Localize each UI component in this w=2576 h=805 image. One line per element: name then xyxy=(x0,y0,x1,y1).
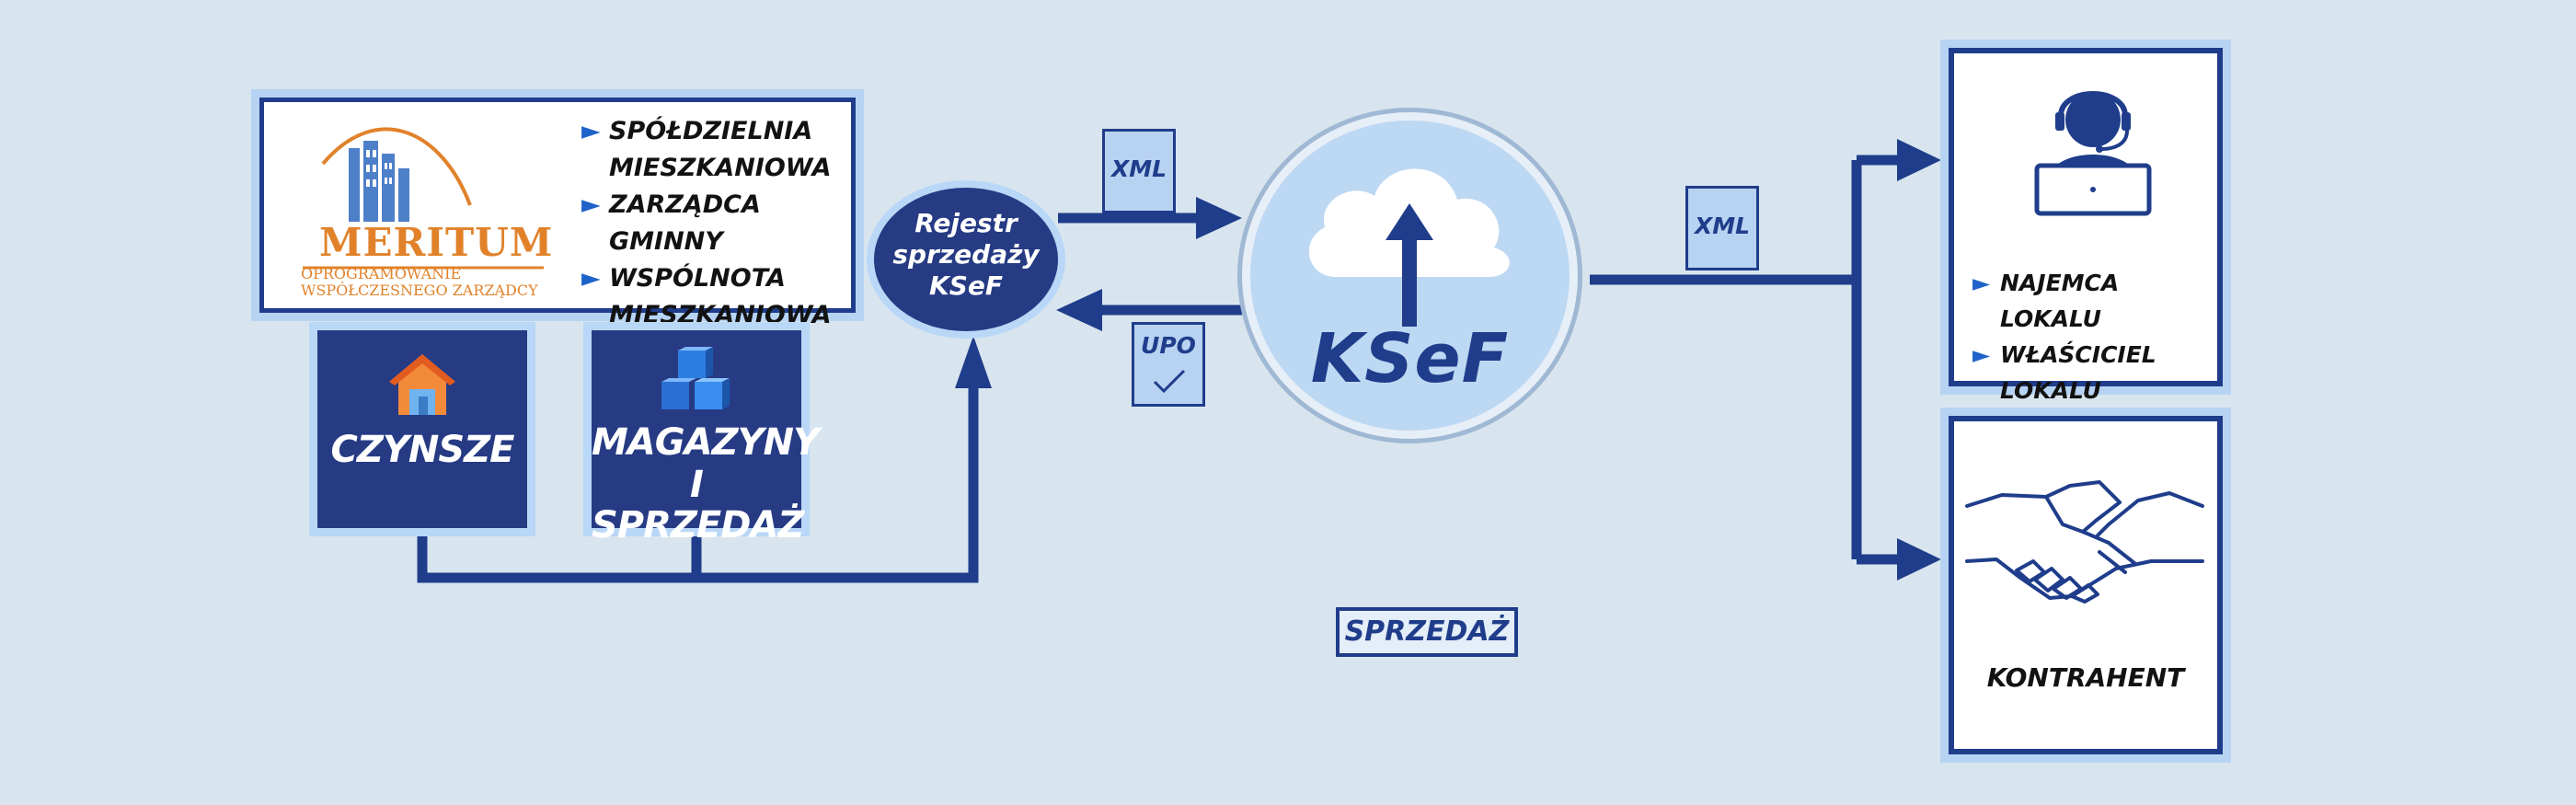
support-agent-icon xyxy=(2034,91,2152,216)
list-item: ►ZARZĄDCA GMINNY xyxy=(581,187,851,260)
module-czynsze: CZYNSZE xyxy=(317,330,527,528)
ksef-title: KSeF xyxy=(1310,319,1510,398)
handshake-icon xyxy=(1965,480,2204,604)
cubes-icon xyxy=(661,347,730,409)
register-label-line3: KSeF xyxy=(929,270,1003,301)
client-kontrahent-box: KONTRAHENT xyxy=(1949,416,2223,754)
client-najemca-box: ►NAJEMCA LOKALU ►WŁAŚCICIEL LOKALU xyxy=(1949,48,2223,404)
upo-document-label: UPO xyxy=(1141,332,1196,359)
list-item: ►WSPÓLNOTA xyxy=(581,260,851,297)
sprzedaz-label: SPRZEDAŻ xyxy=(1336,607,1518,657)
bullet-arrow-icon: ► xyxy=(581,117,601,145)
bullet-arrow-icon: ► xyxy=(581,190,601,219)
checkmark-icon xyxy=(1153,369,1186,394)
meritum-client-types-list: ►SPÓŁDZIELNIA MIESZKANIOWA ►ZARZĄDCA GMI… xyxy=(581,113,851,334)
arrowhead-to-kontrahent xyxy=(1897,538,1941,581)
bullet-arrow-icon: ► xyxy=(1972,341,1991,368)
meritum-logo-tagline-1: OPROGRAMOWANIE xyxy=(301,265,462,282)
bullet-arrow-icon: ► xyxy=(1972,270,1991,296)
house-icon xyxy=(389,354,455,415)
arrowhead-to-register-upo xyxy=(1056,289,1102,331)
cloud-upload-icon xyxy=(1308,168,1510,327)
meritum-logo-icon xyxy=(303,127,544,270)
list-item: ►WŁAŚCICIEL xyxy=(1972,337,2217,373)
register-label-line2: sprzedaży xyxy=(892,239,1040,270)
xml-document-out: XML xyxy=(1685,186,1759,270)
list-item: MIESZKANIOWA xyxy=(609,154,832,182)
list-item: LOKALU xyxy=(2000,377,2101,404)
list-item: MIESZKANIOWA xyxy=(609,301,832,329)
register-label-line1: Rejestr xyxy=(914,208,1018,238)
meritum-logo-name: MERITUM xyxy=(319,220,554,265)
arrowhead-to-register xyxy=(955,336,992,388)
module-magazyny-label-line1: MAGAZYNY xyxy=(592,421,820,464)
xml-document-in: XML xyxy=(1102,129,1176,213)
xml-document-in-label: XML xyxy=(1110,155,1167,182)
module-czynsze-label: CZYNSZE xyxy=(330,429,515,471)
arrowhead-to-najemca xyxy=(1897,139,1941,181)
list-item: ►SPÓŁDZIELNIA xyxy=(581,113,851,150)
arrowhead-to-ksef xyxy=(1196,197,1242,239)
najemca-list: ►NAJEMCA LOKALU ►WŁAŚCICIEL LOKALU xyxy=(1972,265,2217,408)
kontrahent-label: KONTRAHENT xyxy=(1986,662,2185,693)
module-magazyny-label-line2: I SPRZEDAŻ xyxy=(592,464,804,546)
list-item: ►NAJEMCA LOKALU xyxy=(1972,265,2217,337)
bullet-arrow-icon: ► xyxy=(581,264,601,293)
module-magazyny: MAGAZYNY I SPRZEDAŻ xyxy=(592,330,820,546)
upo-document: UPO xyxy=(1132,322,1205,407)
meritum-logo-tagline-2: WSPÓŁCZESNEGO ZARZĄDCY xyxy=(301,282,538,299)
meritum-info-box: MERITUM OPROGRAMOWANIE WSPÓŁCZESNEGO ZAR… xyxy=(259,98,856,329)
ksef-node: KSeF xyxy=(1242,112,1578,439)
xml-document-out-label: XML xyxy=(1694,213,1751,239)
sales-register-node: Rejestr sprzedaży KSeF xyxy=(874,188,1058,331)
